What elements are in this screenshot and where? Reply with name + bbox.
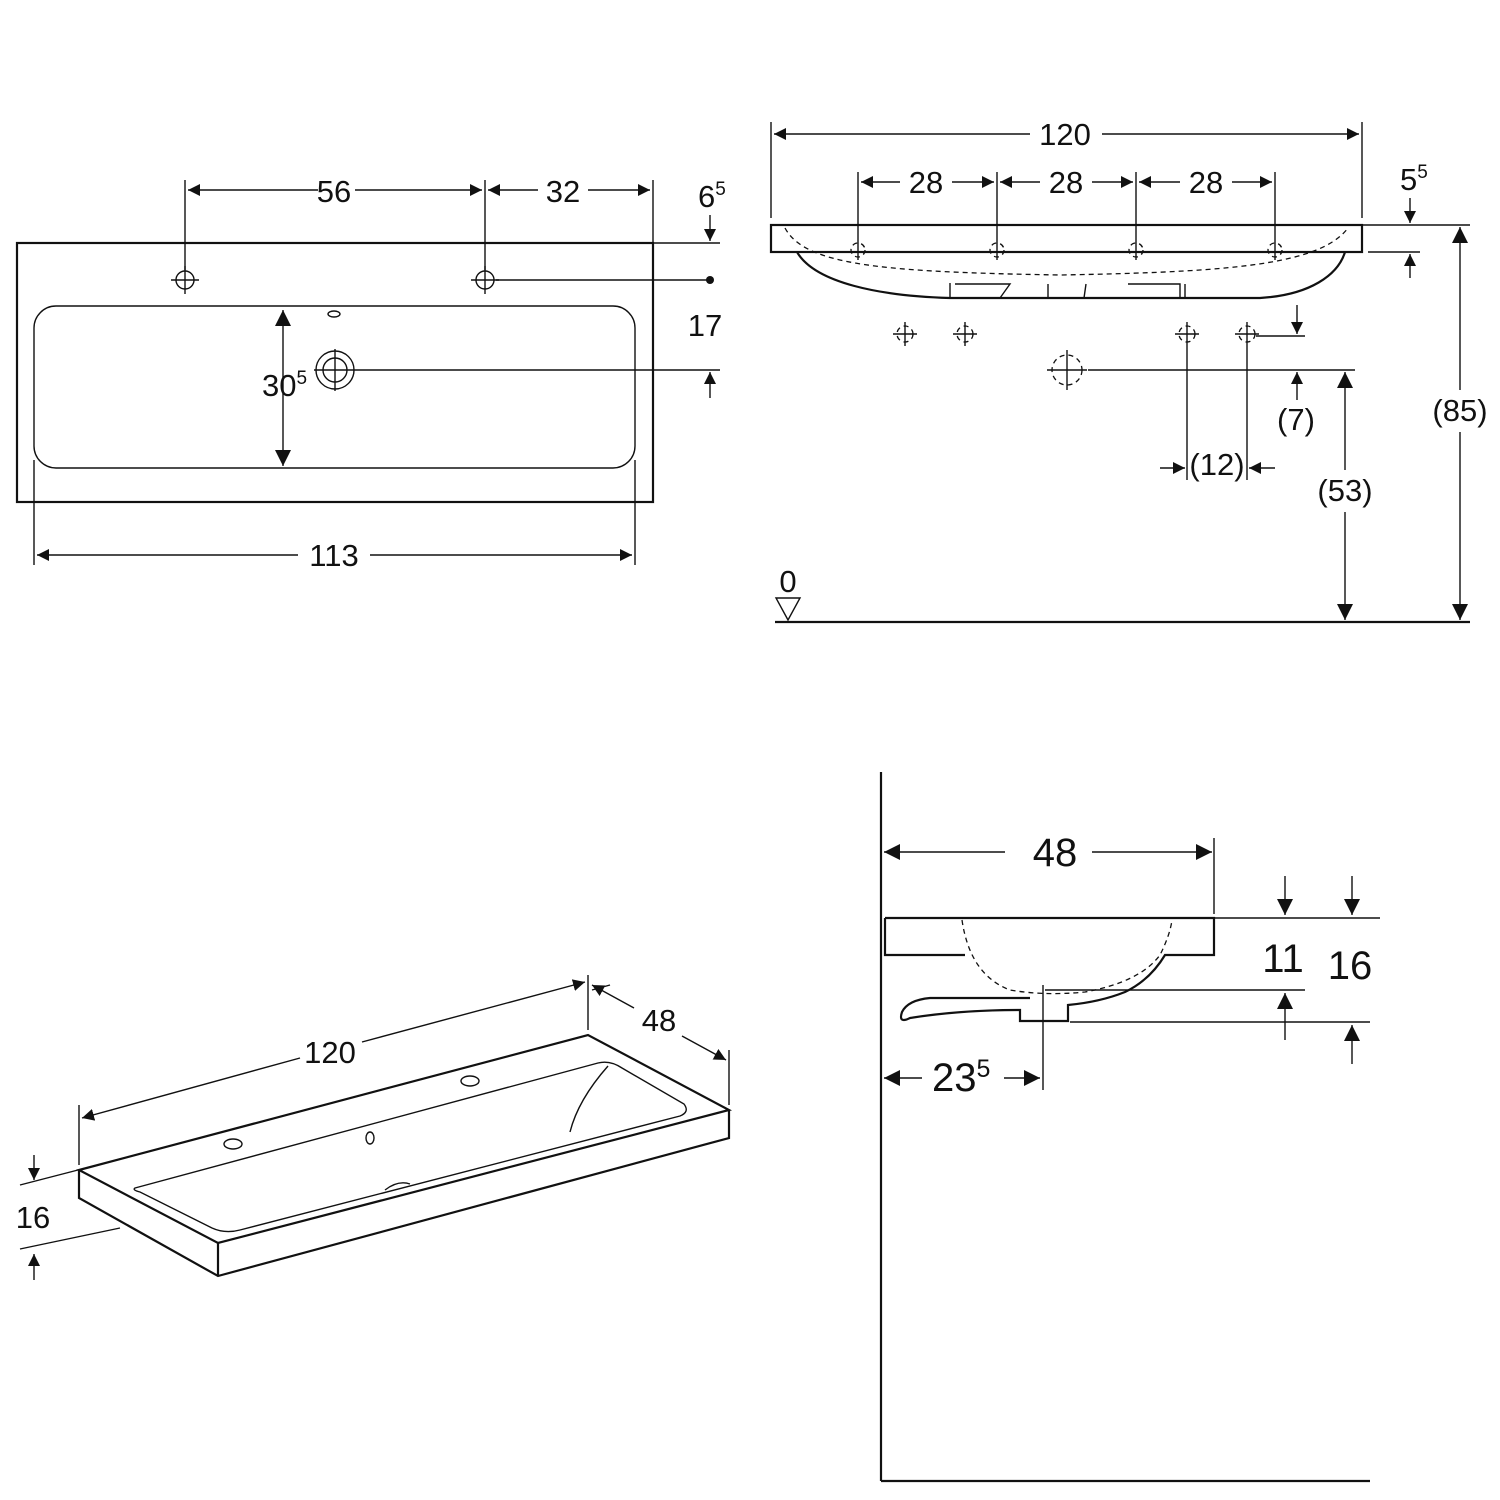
floor-label: 0 [779,564,796,599]
dim-overflow-offset: 17 [688,308,722,343]
dim-waste-height: (7) [1277,402,1315,437]
dim-back-offset: 65 [698,179,726,214]
iso-view: 120 48 16 [16,975,733,1280]
basin-top-iso [75,1033,733,1245]
waste-outlet-top [314,349,356,391]
overflow-iso [365,1131,375,1145]
bowl-hidden-side [961,919,1173,995]
dim-iso-depth: 48 [642,1003,676,1038]
dim-tap-pitch-2: 28 [1049,165,1083,200]
dim-side-bowl-height: 11 [1262,937,1304,981]
tap-hole-iso-right [460,1075,480,1087]
basin-outline-top [15,241,655,504]
dim-side-total-height: 16 [1328,944,1373,988]
dim-bowl-depth: 305 [262,368,307,403]
dim-side-waste-offset: 235 [932,1055,990,1100]
dim-tap-spacing: 56 [317,174,351,209]
basin-sides-iso [77,1110,731,1278]
bowl-outline-top [33,305,636,469]
tap-hole-iso-left [223,1138,243,1150]
floor-level-marker [774,597,802,622]
basin-profile-side [883,916,1216,1023]
dim-waste-from-floor: (53) [1317,473,1372,508]
tap-hole-left [171,266,199,294]
overflow-hole [327,310,341,318]
top-view: 56 32 65 17 305 113 [15,174,726,573]
dim-top-from-floor: (85) [1432,393,1487,428]
tap-hole-right [471,266,499,294]
basin-slab-front [769,223,1364,254]
dim-fixing-spacing: (12) [1189,447,1244,482]
bowl-iso [133,1061,687,1233]
fixing-points [893,322,1259,390]
side-view: 48 11 16 235 [879,772,1380,1483]
waste-iso [384,1182,411,1191]
dim-total-width: 120 [1039,117,1091,152]
dim-tap-pitch-3: 28 [1189,165,1223,200]
dim-thickness: 55 [1400,162,1428,197]
underside-features [949,283,1186,299]
dim-side-projection: 48 [1033,831,1078,875]
bowl-curve-iso [569,1065,609,1133]
dim-iso-width: 120 [304,1035,356,1070]
dim-tap-to-edge: 32 [546,174,580,209]
dim-iso-height: 16 [16,1200,50,1235]
tap-marks-front [850,240,1283,260]
bowl-hidden-line [784,227,1349,276]
front-view: 0 120 28 28 28 55 [769,117,1488,624]
dim-bowl-width: 113 [309,538,358,573]
dim-tap-pitch-1: 28 [909,165,943,200]
